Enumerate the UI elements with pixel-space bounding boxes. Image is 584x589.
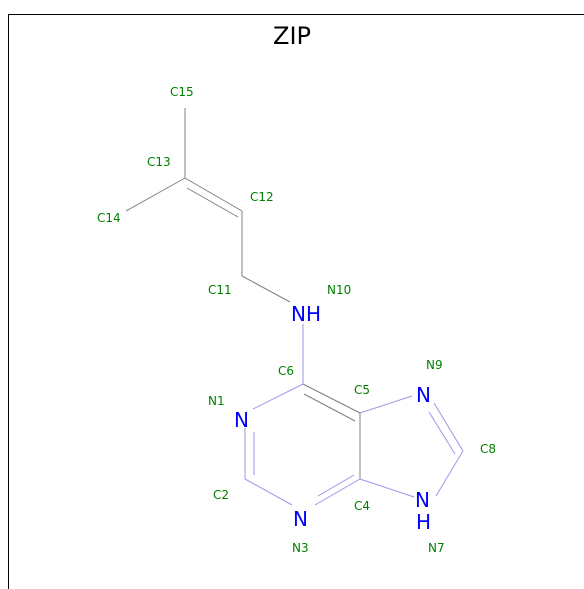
bond-c13-c12-inner bbox=[186, 187, 239, 218]
atom-symbol-n7: N bbox=[415, 488, 430, 512]
bond-c6-n1 bbox=[252, 383, 304, 410]
molecule-title: ZIP bbox=[273, 22, 311, 50]
bond-n3-c4 bbox=[314, 478, 361, 506]
atom-label-c2: C2 bbox=[213, 488, 229, 502]
bond-c2-n3 bbox=[244, 478, 293, 506]
atom-label-c5: C5 bbox=[354, 383, 370, 397]
bond-c13-c14 bbox=[125, 177, 186, 212]
atom-label-n10: N10 bbox=[327, 283, 351, 297]
atom-label-c12: C12 bbox=[250, 190, 274, 204]
atom-label-c13: C13 bbox=[147, 155, 171, 169]
atom-symbol-n10: NH bbox=[291, 302, 321, 326]
atom-label-n3: N3 bbox=[292, 541, 309, 555]
atom-label-n9: N9 bbox=[426, 358, 443, 372]
atom-label-c14: C14 bbox=[97, 211, 121, 225]
atom-label-n1: N1 bbox=[208, 394, 225, 408]
bond-c13-c12 bbox=[184, 177, 243, 212]
atom-label-c8: C8 bbox=[480, 442, 496, 456]
atom-symbol-n3: N bbox=[293, 507, 308, 531]
bond-n9-c8-inner bbox=[428, 411, 456, 455]
diagram-frame bbox=[8, 14, 584, 589]
bond-c5-n9 bbox=[359, 395, 413, 414]
bond-n3-c4-inner bbox=[317, 474, 355, 497]
bond-c11-n10 bbox=[241, 275, 291, 303]
bond-n9-c8 bbox=[433, 402, 464, 452]
bond-c6-c5 bbox=[302, 383, 361, 414]
atom-label-c6: C6 bbox=[278, 364, 294, 378]
atom-symbol-n7-h: H bbox=[416, 510, 431, 534]
atom-label-c15: C15 bbox=[170, 85, 194, 99]
atom-label-c11: C11 bbox=[208, 283, 232, 297]
bond-c6-c5-inner bbox=[303, 393, 356, 422]
bond-c8-n7 bbox=[435, 450, 464, 497]
atom-symbol-n9: N bbox=[416, 383, 431, 407]
atom-symbol-n1: N bbox=[234, 408, 249, 432]
atom-label-c4: C4 bbox=[354, 499, 370, 513]
atom-label-n7: N7 bbox=[428, 541, 445, 555]
bond-c4-n7 bbox=[359, 478, 415, 498]
